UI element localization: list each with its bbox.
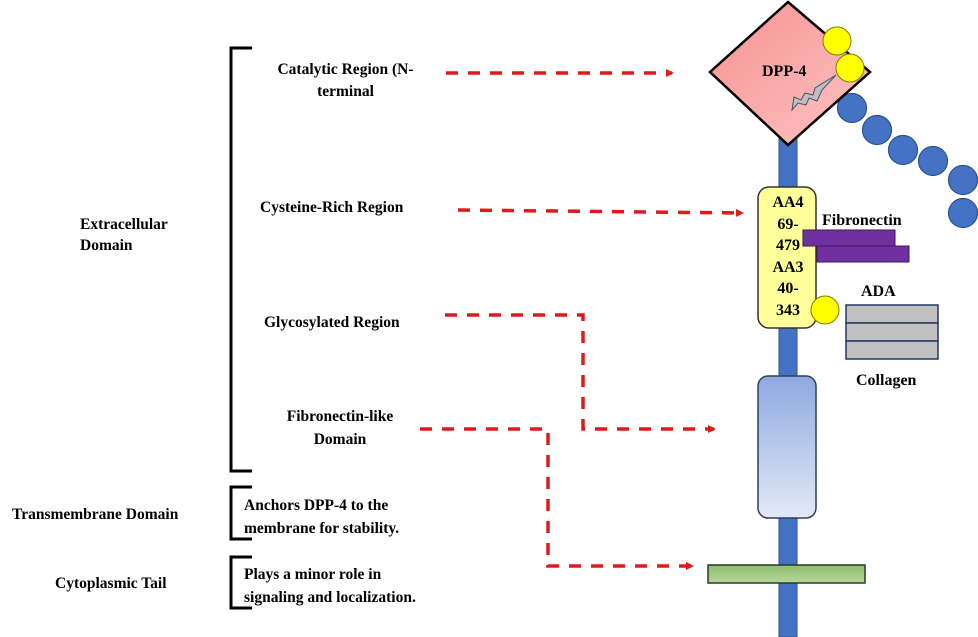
extracellular-bracket	[229, 46, 252, 473]
description-line: membrane for stability.	[244, 520, 400, 537]
cytoplasmic-bracket	[229, 555, 252, 610]
chain-circle	[947, 164, 978, 196]
membrane-bar	[707, 564, 866, 584]
aa-line: 343	[776, 301, 800, 319]
label-line: Extracellular	[80, 216, 168, 233]
aa-line: 40-	[777, 280, 799, 297]
arrow-glycosylated	[445, 313, 716, 433]
chain-circle	[917, 145, 949, 177]
cytoplasmic-description: Plays a minor role in signaling and loca…	[244, 563, 416, 609]
aa-line: 69-	[777, 215, 799, 233]
dpp4-label: DPP-4	[762, 63, 807, 80]
fibronectin-bar	[816, 245, 910, 263]
fibronectin-label: Fibronectin	[822, 212, 902, 229]
collagen-bar	[845, 322, 939, 342]
aa-line: AA3	[772, 258, 804, 276]
protein-stem	[778, 94, 798, 637]
collagen-bar	[845, 340, 939, 360]
yellow-circle	[835, 53, 865, 83]
description-line: Anchors DPP-4 to the	[244, 497, 389, 514]
transmembrane-description: Anchors DPP-4 to the membrane for stabil…	[244, 494, 399, 540]
aa-line: 479	[776, 237, 800, 254]
amino-acid-range-label: AA4 69- 479 AA3 40- 343	[758, 192, 818, 321]
yellow-circle	[822, 26, 852, 56]
cysteine-rich-region-label: Cysteine-Rich Region	[260, 199, 404, 216]
chain-circle	[947, 197, 978, 229]
glycosylated-region-label: Glycosylated Region	[264, 314, 400, 331]
arrow-cysteine	[457, 208, 744, 217]
aa-line: AA4	[772, 194, 804, 211]
chain-circle	[836, 92, 868, 124]
fibronectin-like-domain-box	[757, 375, 817, 519]
arrow-fibronectin-like	[420, 427, 694, 570]
label-line: Catalytic Region (N-	[277, 61, 414, 78]
transmembrane-domain-label: Transmembrane Domain	[12, 506, 179, 523]
label-line: terminal	[317, 83, 374, 100]
catalytic-region-label: Catalytic Region (N- terminal	[258, 59, 433, 103]
collagen-bar	[845, 304, 939, 324]
ada-label: ADA	[861, 283, 896, 300]
lightning-bolt-icon	[791, 74, 837, 112]
description-line: signaling and localization.	[244, 589, 416, 606]
description-line: Plays a minor role in	[244, 566, 382, 583]
chain-circle	[861, 114, 893, 146]
chain-circle	[887, 134, 919, 166]
glycan-chain	[836, 92, 978, 229]
yellow-circle	[810, 295, 840, 325]
cysteine-rich-box	[757, 186, 817, 329]
label-line: Domain	[80, 237, 133, 254]
cytoplasmic-tail-label: Cytoplasmic Tail	[55, 575, 167, 592]
fibronectin-like-domain-label: Fibronectin-like Domain	[270, 405, 410, 451]
collagen-label: Collagen	[856, 372, 917, 389]
extracellular-domain-label: Extracellular Domain	[80, 214, 168, 256]
transmembrane-bracket	[229, 485, 252, 541]
label-line: Domain	[313, 431, 367, 448]
label-line: Fibronectin-like	[286, 408, 394, 425]
